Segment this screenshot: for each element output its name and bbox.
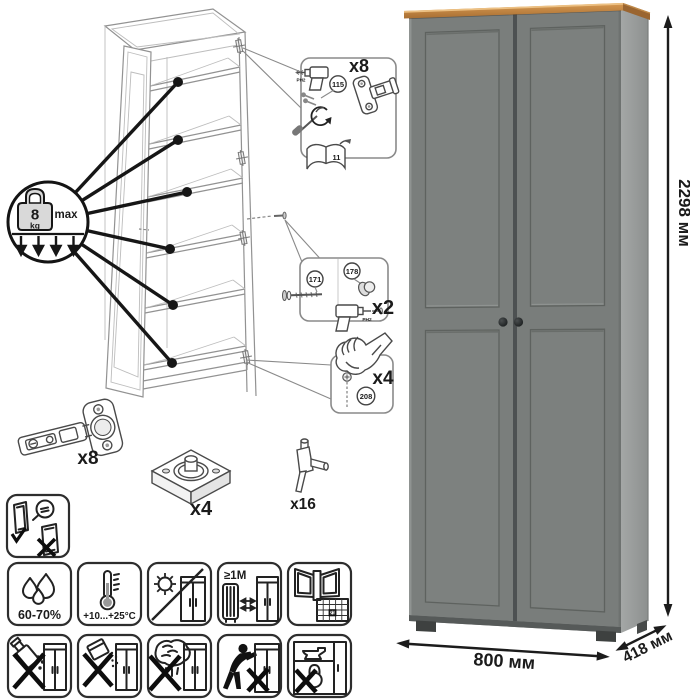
weight-limit-badge: 8 kg max — [6, 180, 90, 264]
part-178-label: 178 — [346, 267, 359, 276]
bit-label-2: PH2 — [362, 317, 372, 323]
hinge-screws — [301, 92, 317, 106]
care-icon-no-dragging — [216, 633, 283, 699]
manual-page: 11 — [333, 153, 341, 162]
shelf-pin-icon: x16 — [290, 438, 329, 513]
left-door — [411, 13, 513, 621]
humidity-label: 60-70% — [18, 608, 61, 622]
screw-callout: 208 x4 — [330, 332, 394, 414]
drill-icon — [295, 66, 329, 91]
distance-label: ≥1M — [224, 570, 246, 582]
calendar: 21 — [316, 598, 349, 622]
part-208-label: 208 — [360, 392, 373, 401]
plate-hardware-icon: x4 — [150, 449, 232, 520]
width-label: 800 мм — [473, 649, 536, 673]
hinge-hw-count: x8 — [77, 448, 98, 469]
hand-icon — [335, 332, 393, 375]
temperature-label: +10...+25°C — [83, 611, 135, 622]
hinge-count: x8 — [349, 56, 369, 76]
base-strip — [409, 615, 621, 633]
screw-circle-208 — [356, 386, 376, 406]
handle-callout: 171 178 PH2 x2 — [282, 257, 394, 332]
hand-screwdriver-icon — [292, 106, 332, 136]
handle-count: x2 — [372, 297, 394, 319]
drill-icon-2 — [335, 304, 383, 332]
product-photo — [403, 2, 651, 642]
weight-max-label: max — [54, 209, 78, 221]
manual-book-icon: 11 — [306, 139, 351, 171]
screws-count: x4 — [372, 368, 394, 389]
knob-circle-178 — [343, 262, 361, 280]
care-icon-heat-distance: ≥1M — [216, 561, 283, 627]
care-icon-ventilation: 21 — [286, 561, 353, 627]
hinge-fittings — [233, 38, 252, 365]
door-knob-right — [513, 317, 524, 327]
hinge-hardware-icon: x8 — [17, 398, 124, 469]
hinge-plate-icon — [352, 75, 400, 115]
anvil-icon — [302, 647, 326, 660]
knob-icon — [357, 281, 376, 297]
height-label: 2298 мм — [675, 179, 690, 247]
care-icon-no-wet-cloth — [146, 633, 213, 699]
door-adjustment-icon — [5, 493, 71, 559]
confirmat-screw-icon — [342, 372, 352, 407]
load-arrows — [14, 236, 80, 258]
handle-screw-marker — [246, 211, 287, 220]
door-gap — [513, 12, 517, 622]
pin-hw-count: x16 — [290, 496, 316, 513]
wardrobe-top-trim — [403, 2, 651, 20]
part-115-label: 115 — [332, 80, 344, 89]
shelf-leader-dots — [165, 77, 192, 368]
care-icon-no-abrasives — [76, 633, 143, 699]
weight-unit: kg — [30, 221, 40, 231]
right-door — [517, 9, 619, 627]
part-171-label: 171 — [309, 275, 322, 284]
hinge-callout: x8 PH2 115 — [292, 56, 400, 171]
door-knob-left — [498, 317, 508, 327]
care-icon-no-sunlight — [146, 561, 213, 627]
care-icon-no-overload — [286, 633, 353, 699]
care-icon-temperature: +10...+25°C — [76, 561, 143, 627]
bit-label: PH2 — [297, 78, 306, 83]
shelves — [142, 57, 248, 390]
width-dimension: 800 мм — [396, 639, 610, 673]
wardrobe-side — [621, 9, 648, 633]
plate-hw-count: x4 — [190, 498, 213, 520]
height-dimension: 2298 мм — [663, 15, 690, 617]
care-icon-humidity: 60-70% — [6, 561, 73, 627]
carcass-drawing — [103, 8, 287, 398]
care-icon-no-solvents — [6, 633, 73, 699]
open-door — [105, 45, 152, 398]
weight-icon: 8 kg — [17, 187, 53, 231]
airing-day: 21 — [330, 611, 336, 617]
person-figure — [223, 643, 257, 690]
screw-circle-115 — [329, 75, 347, 93]
weight-value: 8 — [31, 207, 39, 224]
handle-screw-icon — [282, 290, 323, 301]
wardrobe-feet — [416, 620, 647, 642]
